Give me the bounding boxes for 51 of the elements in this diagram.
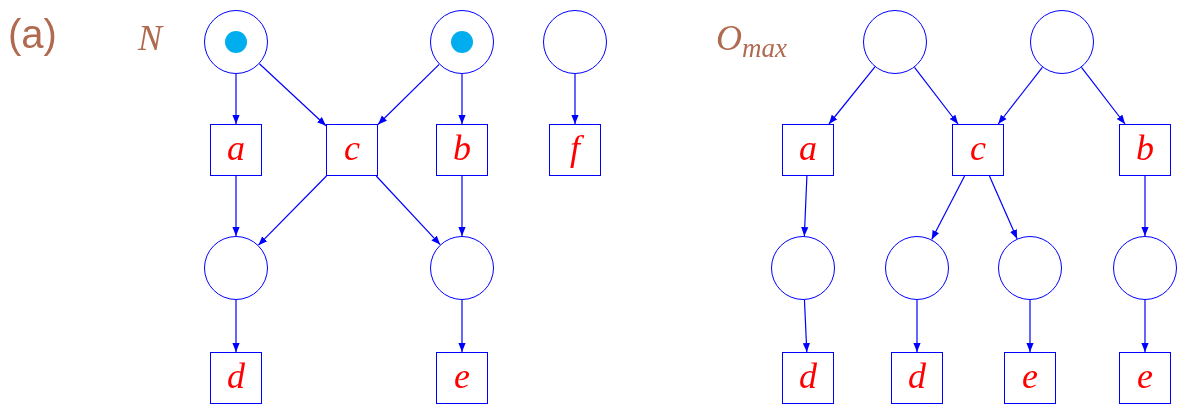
transition-box: [436, 352, 488, 404]
transition-box: [782, 124, 834, 176]
transition-box: [549, 124, 601, 176]
arrow: [377, 63, 440, 126]
transition-box: [210, 124, 262, 176]
transition-box: [891, 352, 943, 404]
transition-label: c: [970, 130, 986, 170]
arrow: [913, 299, 921, 353]
arrow: [458, 175, 466, 237]
transition-label: b: [453, 130, 471, 170]
transition-label: a: [799, 130, 817, 170]
arrow: [232, 73, 240, 125]
arrow: [913, 66, 959, 125]
transition-label: c: [344, 130, 360, 170]
transition-box: [1004, 352, 1056, 404]
diagram-label: (a): [8, 14, 57, 54]
transition-label: d: [227, 358, 245, 398]
arrow: [258, 63, 327, 127]
arrow: [375, 175, 441, 246]
arrow: [232, 299, 240, 353]
transition-box: [326, 124, 378, 176]
transition-label: e: [454, 358, 470, 398]
arrow: [997, 66, 1043, 125]
transition-box: [1119, 124, 1171, 176]
arrow: [802, 299, 810, 353]
arrow: [257, 175, 328, 246]
diagram-label: N: [138, 20, 162, 56]
arrow: [1141, 299, 1149, 353]
transition-label: a: [227, 130, 245, 170]
arrow: [988, 175, 1018, 240]
arrow: [1080, 66, 1126, 125]
transition-box: [436, 124, 488, 176]
transition-label: e: [1137, 358, 1153, 398]
arrow: [1026, 299, 1034, 353]
arrow: [458, 299, 466, 353]
arrow: [571, 73, 579, 125]
diagram-label: O$_{max}$: [716, 20, 787, 56]
transition-label: e: [1022, 358, 1038, 398]
transition-label: d: [908, 358, 926, 398]
arrow: [801, 175, 809, 237]
arrow: [458, 73, 466, 125]
transition-label: b: [1136, 130, 1154, 170]
arrow: [1141, 175, 1149, 237]
transition-box: [210, 352, 262, 404]
transition-box: [952, 124, 1004, 176]
arrow: [828, 66, 876, 125]
transition-box: [1119, 352, 1171, 404]
transition-box: [782, 352, 834, 404]
transition-label: d: [799, 358, 817, 398]
arrow: [931, 175, 966, 241]
arrow: [232, 175, 240, 237]
